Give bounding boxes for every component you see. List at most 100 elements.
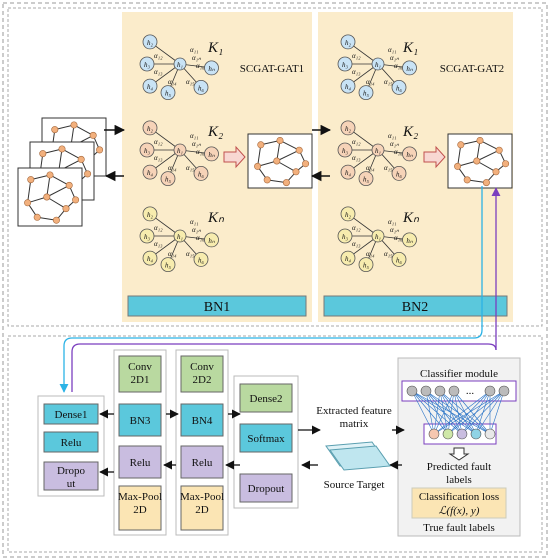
node-label: h₅ [363, 176, 370, 184]
graph-node [65, 181, 73, 189]
node-label: h₆ [198, 84, 205, 92]
node-label: h₁ [177, 147, 183, 155]
edge-label: α₁₄ [366, 164, 375, 172]
graph-node [263, 176, 271, 184]
dense2-box [239, 383, 293, 413]
node-label: h₃ [144, 147, 151, 155]
node-label: h₁ [375, 233, 381, 241]
softmax-box [239, 423, 293, 453]
neuron [484, 428, 496, 440]
graph-node [142, 120, 158, 136]
neuron [498, 385, 510, 397]
edge-label: α₁ₙ [390, 226, 399, 234]
graph-node [371, 57, 385, 71]
edge-label: α₁₃ [154, 240, 163, 248]
graph-node [295, 146, 303, 154]
edge-label: α₁₆ [196, 148, 205, 156]
node-label: h₂ [345, 39, 352, 47]
edge-label: α₁ₙ [192, 54, 201, 62]
edge-label: α₁ₙ [192, 140, 201, 148]
graph-node [340, 164, 356, 180]
graph-node [72, 196, 80, 204]
bn1-label: BN1 [204, 300, 230, 315]
dense2-label: Dense2 [250, 393, 283, 405]
gat1-title: SCGAT-GAT1 [240, 63, 304, 75]
node-label: h₁ [177, 61, 183, 69]
classifier-title: Classifier module [420, 368, 498, 380]
graph-node [204, 60, 219, 76]
edge-label: α₁₂ [154, 224, 163, 232]
edge-label: α₁₅ [384, 164, 393, 172]
graph-node [495, 146, 503, 154]
relu3-box [180, 445, 224, 479]
graph-node [173, 229, 187, 243]
node-label: h₆ [198, 170, 205, 178]
maxpool2-box [180, 485, 224, 531]
relu1-label: Relu [61, 437, 82, 449]
edge-label: α₁₁ [388, 132, 397, 140]
node-label: h₄ [345, 169, 352, 177]
node-label: h₅ [165, 90, 172, 98]
edge-label: α₁₃ [352, 240, 361, 248]
neuron [428, 428, 440, 440]
feature-caption: Source Target [324, 479, 385, 491]
edge-label: α₁₆ [196, 62, 205, 70]
neuron [442, 428, 454, 440]
dense1-box [43, 403, 99, 425]
dense1-label: Dense1 [55, 409, 88, 421]
graph-node [142, 250, 158, 266]
edge-label: α₁₄ [168, 164, 177, 172]
loss-title: Classification loss [419, 491, 499, 503]
graph-node [51, 126, 59, 134]
edge-label: α₁₅ [384, 78, 393, 86]
aggregated-graph-1 [247, 133, 313, 189]
conv2d2-box [180, 355, 224, 393]
edge-label: α₁ₙ [192, 226, 201, 234]
edge-label: α₁₆ [394, 148, 403, 156]
relu1-box [43, 431, 99, 453]
node-label: h₄ [147, 169, 154, 177]
gat1-head-kn: Kₙ [207, 210, 225, 226]
node-label: h₄ [147, 255, 154, 263]
gat2-title: SCGAT-GAT2 [440, 63, 504, 75]
cyan-connector [59, 186, 483, 393]
gat2-head-k2: K₂ [402, 124, 418, 140]
graph-node [340, 78, 356, 94]
neuron [434, 385, 446, 397]
aggregated-graph-2 [447, 133, 513, 189]
graph-node [457, 141, 465, 149]
node-label: h₃ [144, 61, 151, 69]
node-label: hₙ [406, 151, 413, 159]
graph-node [482, 179, 490, 187]
node-label: h₆ [396, 256, 403, 264]
graph-node [142, 34, 158, 50]
input-graph-stack [17, 117, 107, 227]
graph-node [337, 56, 353, 72]
node-label: hₙ [208, 65, 215, 73]
graph-node [160, 171, 176, 187]
classifier-ellipsis: ... [466, 385, 475, 397]
node-label: h₁ [375, 147, 381, 155]
graph-node [273, 157, 281, 165]
softmax-label: Softmax [247, 433, 285, 445]
edge-label: α₁₃ [352, 68, 361, 76]
node-label: h₂ [147, 39, 154, 47]
bn3-box [118, 403, 162, 437]
relu2-box [118, 445, 162, 479]
edge-label: α₁₄ [168, 250, 177, 258]
node-label: h₆ [198, 256, 205, 264]
neuron [456, 428, 468, 440]
graph-node [257, 141, 265, 149]
bn2-bar [323, 295, 508, 317]
bn4-box [180, 403, 224, 437]
graph-node [84, 170, 92, 178]
graph-node [337, 142, 353, 158]
edge-label: α₁ₙ [390, 140, 399, 148]
edge-label: α₁₆ [394, 62, 403, 70]
